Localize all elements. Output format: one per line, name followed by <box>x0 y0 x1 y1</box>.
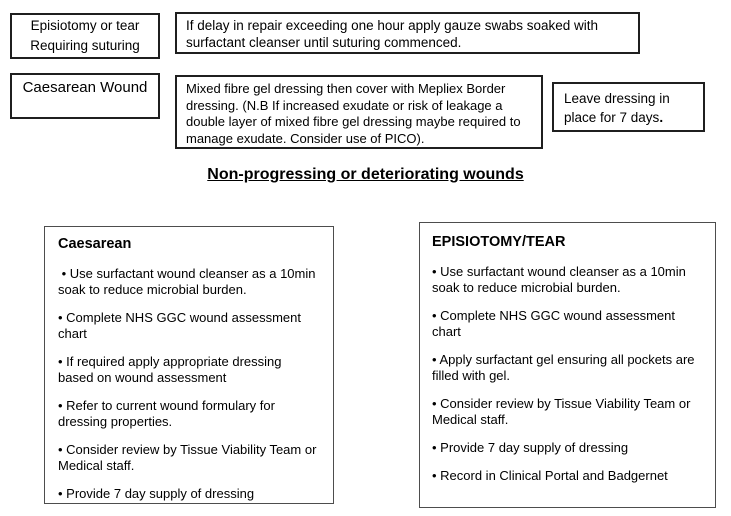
episiotomy-label-line2: Requiring suturing <box>30 38 140 53</box>
bullet-item: • Consider review by Tissue Viability Te… <box>432 396 695 427</box>
caesarean-protocol-title: Caesarean <box>58 236 132 252</box>
episiotomy-instruction-text: If delay in repair exceeding one hour ap… <box>186 18 599 50</box>
bullet-item: • Use surfactant wound cleanser as a 10m… <box>432 264 690 295</box>
leave-dressing-note-box: Leave dressing in place for 7 days. <box>552 82 705 132</box>
bullet-item: • Consider review by Tissue Viability Te… <box>58 442 321 473</box>
caesarean-instruction-text: Mixed fibre gel dressing then cover with… <box>186 81 521 146</box>
bullet-item: • Record in Clinical Portal and Badgerne… <box>432 468 668 483</box>
bullet-item: • If required apply appropriate dressing… <box>58 354 286 385</box>
leave-dressing-note-period: . <box>659 110 664 125</box>
episiotomy-protocol-title: EPISIOTOMY/TEAR <box>432 234 566 250</box>
bullet-item: • Use surfactant wound cleanser as a 10m… <box>58 266 320 297</box>
bullet-item: • Provide 7 day supply of dressing <box>432 440 629 455</box>
caesarean-instruction-box: Mixed fibre gel dressing then cover with… <box>175 75 543 149</box>
caesarean-bullet-list: • Use surfactant wound cleanser as a 10m… <box>58 266 319 502</box>
episiotomy-label-box: Episiotomy or tear Requiring suturing <box>10 13 160 59</box>
section-heading: Non-progressing or deteriorating wounds <box>207 166 524 183</box>
leave-dressing-note-text: Leave dressing in place for 7 days <box>564 91 670 125</box>
caesarean-protocol-box: Caesarean • Use surfactant wound cleanse… <box>44 226 334 504</box>
bullet-item: • Refer to current wound formulary for d… <box>58 398 279 429</box>
episiotomy-label-line1: Episiotomy or tear <box>30 18 140 34</box>
bullet-item: • Complete NHS GGC wound assessment char… <box>58 310 305 341</box>
caesarean-label-box: Caesarean Wound <box>10 73 160 119</box>
bullet-item: • Apply surfactant gel ensuring all pock… <box>432 352 699 383</box>
episiotomy-protocol-box: EPISIOTOMY/TEAR • Use surfactant wound c… <box>419 222 716 508</box>
episiotomy-bullet-list: • Use surfactant wound cleanser as a 10m… <box>432 264 705 484</box>
episiotomy-instruction-box: If delay in repair exceeding one hour ap… <box>175 12 640 54</box>
caesarean-label-text: Caesarean Wound <box>22 79 148 96</box>
bullet-item: • Complete NHS GGC wound assessment char… <box>432 308 679 339</box>
bullet-item: • Provide 7 day supply of dressing <box>58 486 255 501</box>
